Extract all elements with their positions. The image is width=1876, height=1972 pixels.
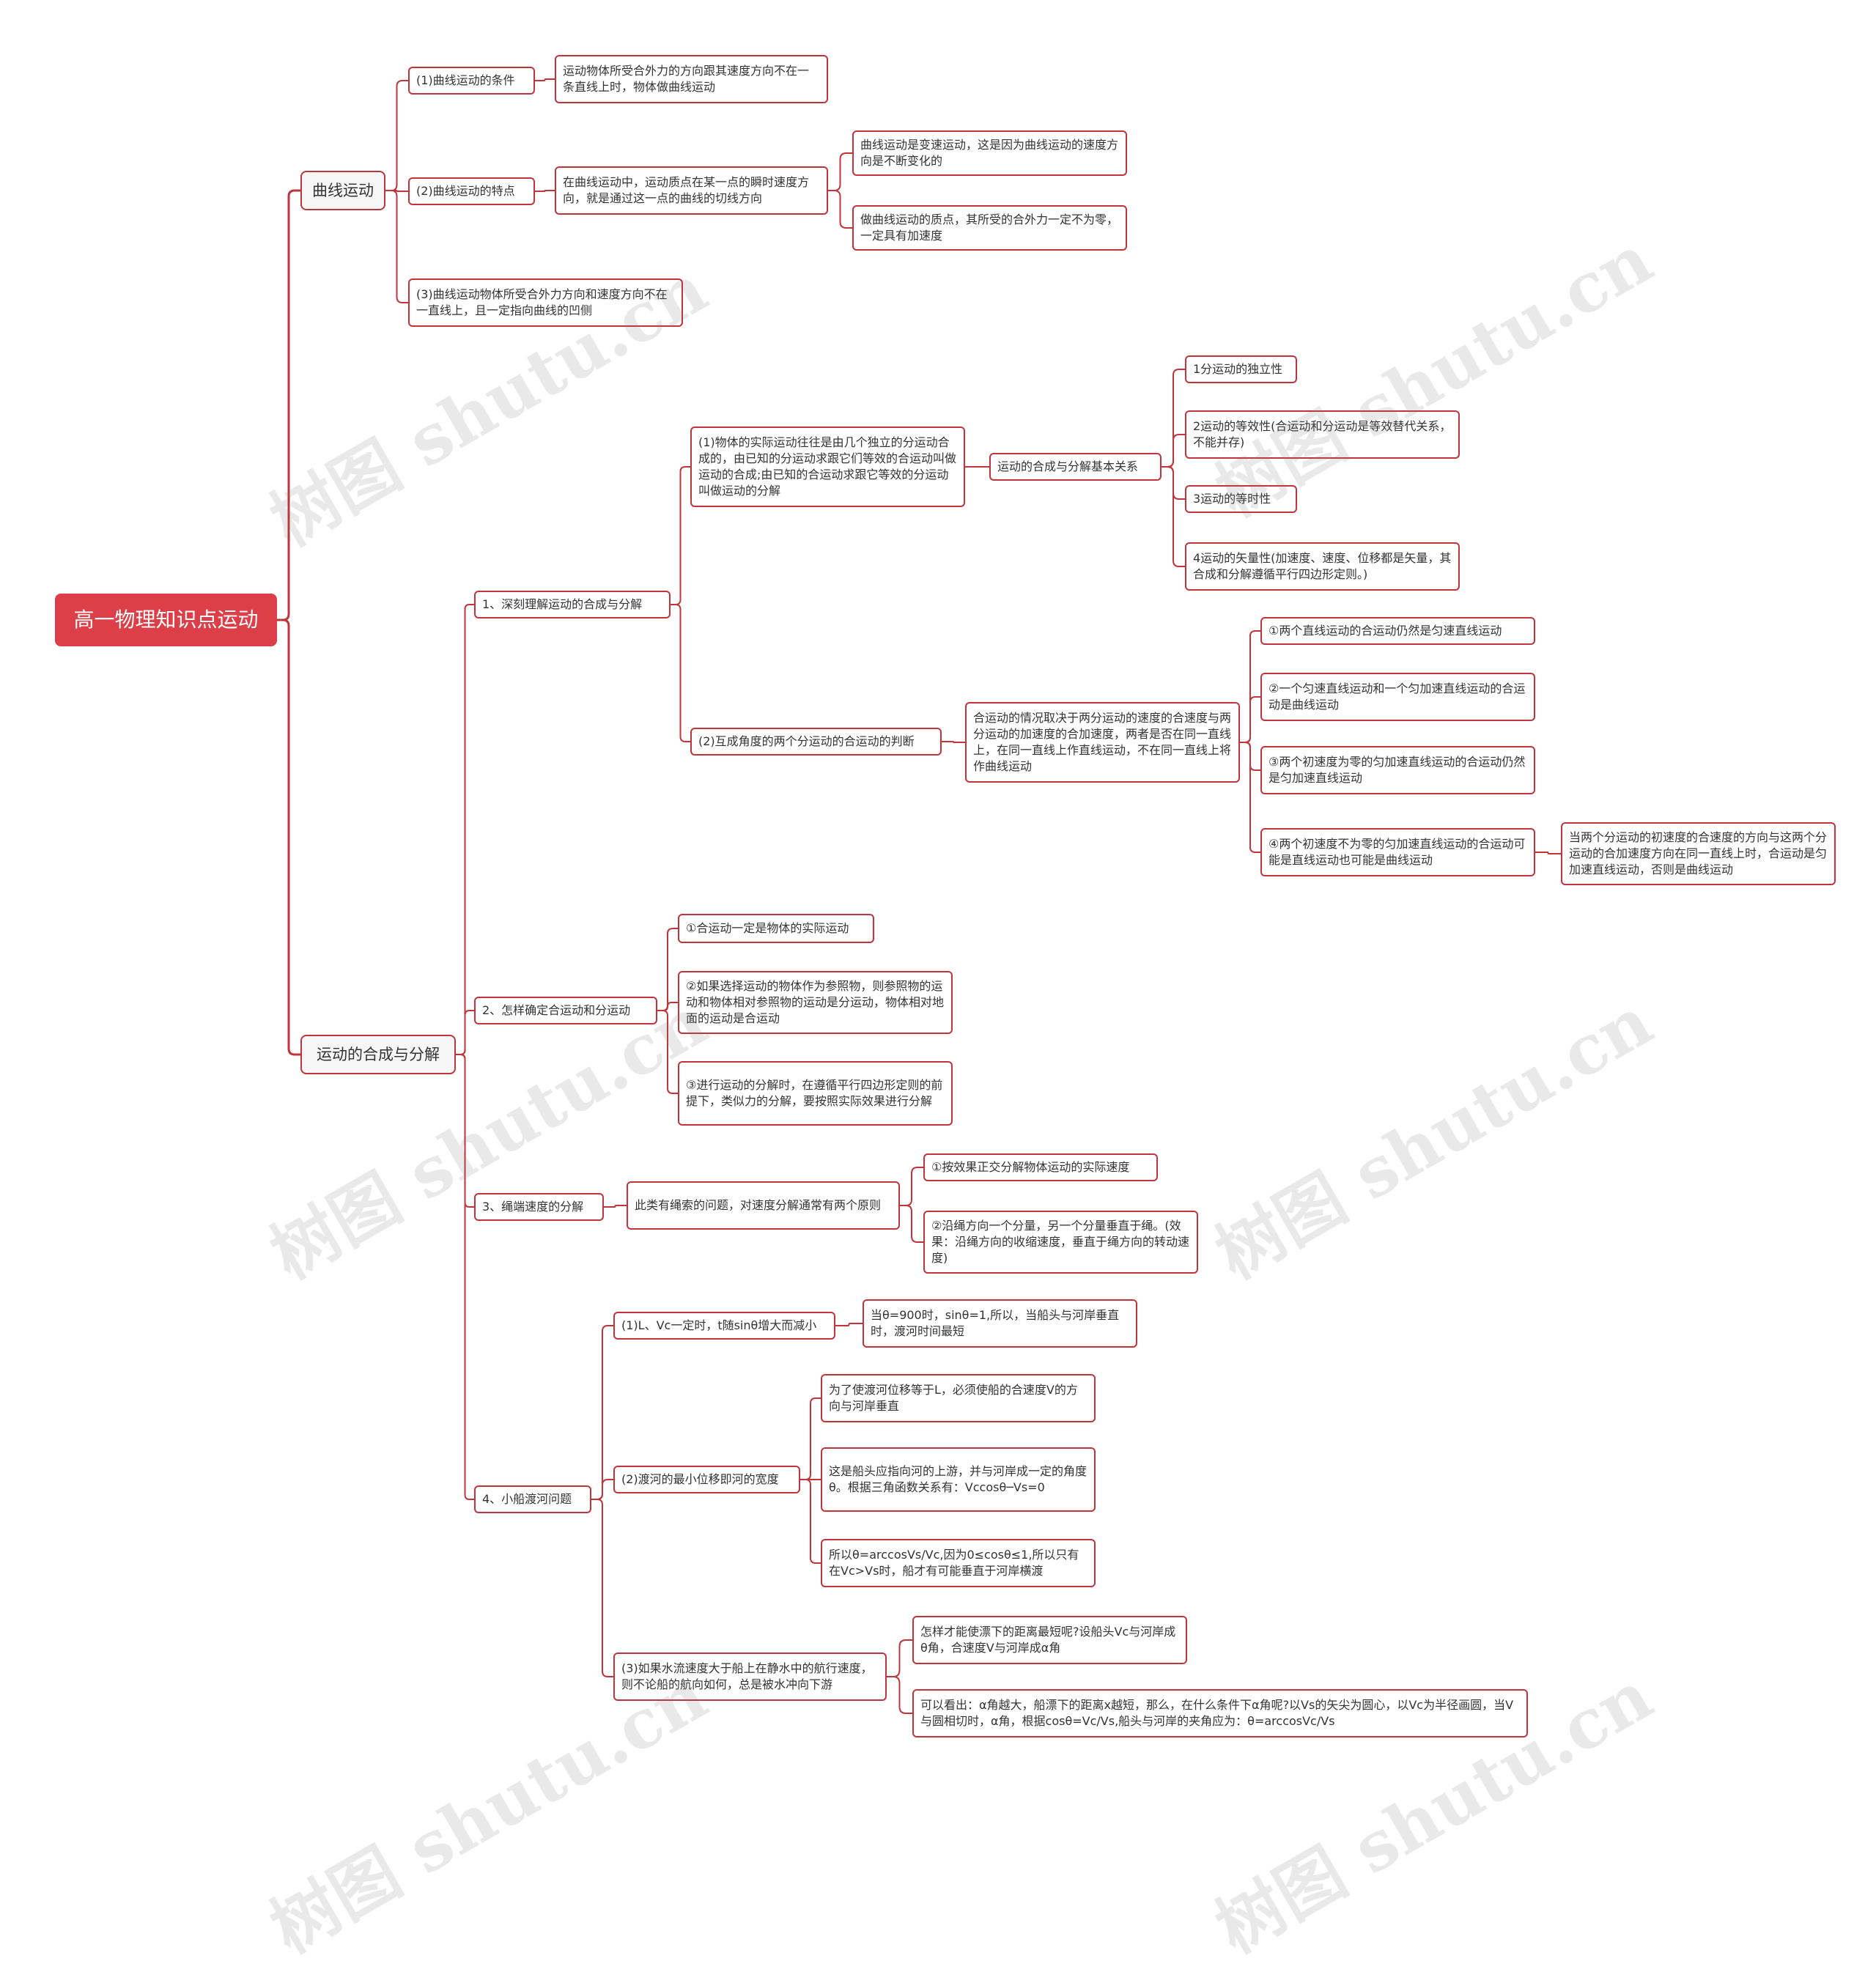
section-1-understanding[interactable]: 1、深刻理解运动的合成与分解 [474,591,671,618]
relation-vector[interactable]: 4运动的矢量性(加速度、速度、位移都是矢量，其合成和分解遵循平行四边形定则。) [1185,542,1460,591]
judgement-rule[interactable]: 合运动的情况取决于两分运动的速度的合速度与两分运动的加速度的合加速度，两者是否在… [965,702,1240,783]
section-2-determine[interactable]: 2、怎样确定合运动和分运动 [474,997,657,1024]
judgement-case-1[interactable]: ①两个直线运动的合运动仍然是匀速直线运动 [1260,617,1535,645]
boat-case-3-detail-1[interactable]: 怎样才能使漂下的距离最短呢?设船头Vc与河岸成θ角，合速度V与河岸成α角 [912,1616,1187,1664]
boat-case-1[interactable]: (1)L、Vc一定时，t随sinθ增大而减小 [613,1312,835,1340]
connector-s4-s4c [591,1499,613,1677]
rope-principles[interactable]: 此类有绳索的问题，对速度分解通常有两个原则 [627,1181,900,1230]
judgement-case-3[interactable]: ③两个初速度为零的匀加速直线运动的合运动仍然是匀加速直线运动 [1260,746,1535,794]
connector-s1a1-p4 [1162,466,1185,567]
connector-s4c-s4c1 [887,1639,912,1677]
connector-s4c-s4c2 [887,1676,912,1714]
determine-point-3[interactable]: ③进行运动的分解时，在遵循平行四边形定则的前提下，类似力的分解，要按照实际效果进… [678,1061,953,1126]
connector-s3a-s3a1 [900,1167,923,1206]
curve-condition[interactable]: (1)曲线运动的条件 [408,67,535,95]
connector-s4-s4a [591,1325,613,1500]
relation-simultaneity[interactable]: 3运动的等时性 [1185,485,1297,513]
connector-s1a1-p2 [1162,434,1185,468]
connector-lines [277,78,1561,1714]
curve-feature-variable-speed[interactable]: 曲线运动是变速运动，这是因为曲线运动的速度方向是不断变化的 [852,130,1127,176]
boat-case-3[interactable]: (3)如果水流速度大于船上在静水中的航行速度，则不论船的航向如何，总是被水冲向下… [613,1652,887,1701]
connector-s4a-s4a1 [835,1323,863,1326]
curve-feature[interactable]: (2)曲线运动的特点 [408,177,535,205]
connector-s1-s1a [671,466,690,605]
section-4-boat[interactable]: 4、小船渡河问题 [474,1485,591,1513]
determine-point-2[interactable]: ②如果选择运动的物体作为参照物，则参照物的运动和物体相对参照物的运动是分运动，物… [678,971,953,1034]
boat-case-2-detail-2[interactable]: 这是船头应指向河的上游，并与河岸成一定的角度θ。根据三角函数关系有：Vccosθ… [821,1447,1096,1512]
root-node[interactable]: 高一物理知识点运动 [55,594,277,646]
connector-c2a-c2b [828,152,852,191]
section-3-rope[interactable]: 3、绳端速度的分解 [474,1193,604,1221]
connector-s1-s1b [671,604,690,742]
relation-independence[interactable]: 1分运动的独立性 [1185,355,1297,383]
connector-curve-c3 [385,190,408,303]
connector-s4b-s4b1 [800,1397,821,1480]
branch-curve-motion[interactable]: 曲线运动 [300,171,385,210]
branch-composition[interactable]: 运动的合成与分解 [300,1035,456,1074]
connector-root-comp [277,618,300,1056]
connector-s2-s2b [657,1002,678,1011]
boat-case-2-detail-1[interactable]: 为了使渡河位移等于L，必须使船的合速度V的方向与河岸垂直 [821,1374,1096,1422]
boat-case-3-detail-2[interactable]: 可以看出：α角越大，船漂下的距离x越短，那么，在什么条件下α角呢?以Vs的矢尖为… [912,1689,1528,1737]
mind-map-canvas: 高一物理知识点运动 曲线运动 (1)曲线运动的条件 运动物体所受合外力的方向跟其… [55,55,1836,1968]
connector-curve-c1 [385,80,408,191]
connector-s3a-s3a2 [900,1205,923,1243]
section-1-judgement[interactable]: (2)互成角度的两个分运动的合运动的判断 [690,728,942,756]
section-1-definition[interactable]: (1)物体的实际运动往往是由几个独立的分运动合成的，由已知的分运动求跟它们等效的… [690,426,965,507]
connector-c2a-c2c [828,190,852,229]
curve-force-direction[interactable]: (3)曲线运动物体所受合外力方向和速度方向不在一直线上，且一定指向曲线的凹侧 [408,278,683,327]
connector-s2-s2c [657,1010,678,1094]
boat-case-1-detail[interactable]: 当θ=900时，sinθ=1,所以，当船头与河岸垂直时，渡河时间最短 [863,1299,1137,1348]
boat-case-2-detail-3[interactable]: 所以θ=arccosVs/Vc,因为0≤cosθ≤1,所以只有在Vc>Vs时，船… [821,1539,1096,1587]
judgement-case-4-detail[interactable]: 当两个分运动的初速度的合速度的方向与这两个分运动的合加速度方向在同一直线上时，合… [1561,822,1836,885]
connector-s1b1-q2 [1240,696,1260,743]
rope-principle-2[interactable]: ②沿绳方向一个分量，另一个分量垂直于绳。(效果：沿绳方向的收缩速度，垂直于绳方向… [923,1211,1198,1274]
rope-principle-1[interactable]: ①按效果正交分解物体运动的实际速度 [923,1153,1158,1181]
judgement-case-2[interactable]: ②一个匀速直线运动和一个匀加速直线运动的合运动是曲线运动 [1260,673,1535,721]
basic-relations[interactable]: 运动的合成与分解基本关系 [989,453,1162,481]
curve-feature-acceleration[interactable]: 做曲线运动的质点，其所受的合外力一定不为零，一定具有加速度 [852,205,1127,251]
connector-s1b1-q4 [1240,742,1260,853]
connector-s4-s4b [591,1479,613,1500]
determine-point-1[interactable]: ①合运动一定是物体的实际运动 [678,914,874,943]
boat-case-2[interactable]: (2)渡河的最小位移即河的宽度 [613,1466,800,1493]
connector-s3-s3a [604,1205,627,1208]
connector-c1-c1a [535,78,555,81]
connector-root-curve [277,189,300,621]
connector-comp-s2 [456,1010,474,1055]
connector-comp-s1 [456,604,474,1055]
curve-feature-detail[interactable]: 在曲线运动中，运动质点在某一点的瞬时速度方向，就是通过这一点的曲线的切线方向 [555,166,828,215]
relation-equivalence[interactable]: 2运动的等效性(合运动和分运动是等效替代关系，不能并存) [1185,410,1460,459]
judgement-case-4[interactable]: ④两个初速度不为零的匀加速直线运动的合运动可能是直线运动也可能是曲线运动 [1260,828,1535,876]
connector-comp-s4 [456,1054,474,1500]
connector-s4b-s4b3 [800,1479,821,1564]
connector-s2-s2a [657,928,678,1011]
curve-condition-detail[interactable]: 运动物体所受合外力的方向跟其速度方向不在一条直线上时，物体做曲线运动 [555,55,828,103]
connector-q4-q4a [1535,852,1561,854]
